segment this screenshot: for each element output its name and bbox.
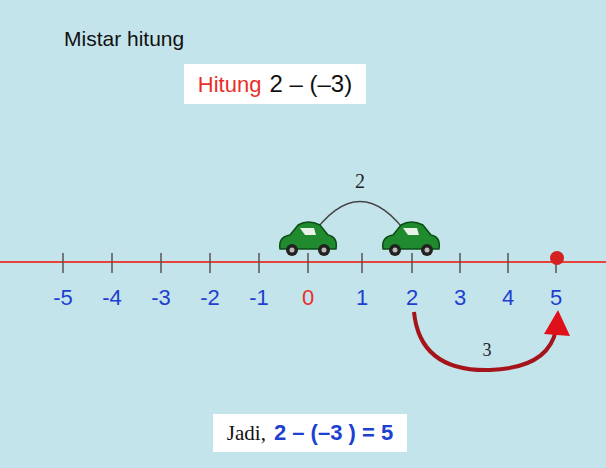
- tick-number: 1: [356, 287, 368, 309]
- end-dot: [550, 251, 564, 265]
- tick-number: 2: [406, 287, 418, 309]
- title: Mistar hitung: [64, 28, 184, 49]
- ticks: [63, 253, 556, 273]
- jump-label: 2: [353, 171, 367, 191]
- car-icon: [383, 222, 440, 256]
- tick-number: -5: [53, 287, 73, 309]
- tick-number: -2: [200, 287, 220, 309]
- expression-text: 2 – (–3): [269, 70, 352, 98]
- arrow-head: [544, 310, 570, 336]
- expression-text: 2 – (–3 ) = 5: [274, 420, 393, 446]
- box-heading: Jadi,: [227, 421, 266, 446]
- jump-label: 3: [481, 341, 494, 359]
- question-box: Hitung 2 – (–3): [184, 64, 366, 104]
- tick-number: 5: [550, 287, 562, 309]
- car-icon: [280, 222, 337, 256]
- tick-number: 3: [454, 287, 466, 309]
- tick-number: -3: [151, 287, 171, 309]
- tick-number: -4: [102, 287, 122, 309]
- answer-box: Jadi, 2 – (–3 ) = 5: [213, 414, 407, 452]
- box-heading: Hitung: [198, 72, 262, 98]
- tick-number: 4: [502, 287, 514, 309]
- tick-number: 0: [302, 287, 314, 309]
- tick-number: -1: [249, 287, 269, 309]
- move-arrow: [414, 312, 556, 370]
- number-line: [0, 261, 606, 263]
